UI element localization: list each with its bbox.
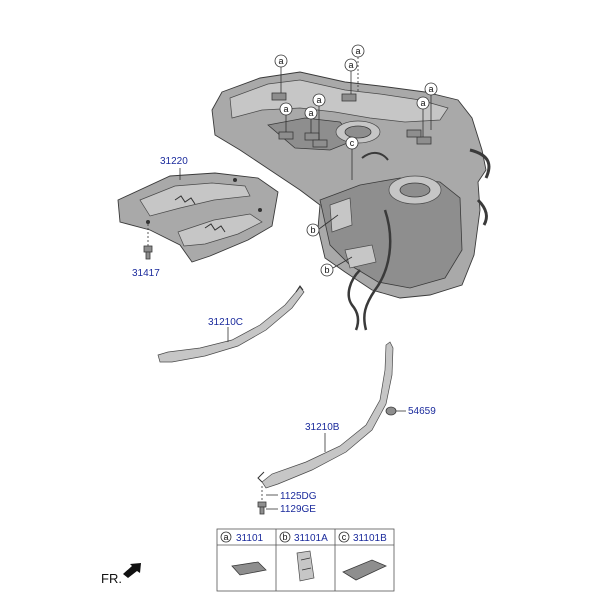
svg-text:a: a (428, 84, 433, 94)
grommet (385, 406, 406, 416)
label-bolt-1: 1125DG (280, 491, 317, 502)
legend-cell-c: c 31101B (338, 531, 387, 581)
callout-a-2: a (351, 44, 365, 93)
label-heat-shield: 31220 (160, 156, 188, 167)
svg-text:a: a (308, 108, 313, 118)
svg-text:c: c (342, 532, 347, 542)
svg-text:31101B: 31101B (353, 533, 387, 544)
callout-a-4: a (424, 82, 438, 130)
label-tank-band-front: 31210C (208, 317, 243, 328)
svg-text:a: a (316, 95, 321, 105)
front-direction-indicator: FR. (101, 563, 141, 586)
tank-band-front (157, 285, 305, 363)
svg-text:a: a (278, 56, 283, 66)
svg-text:c: c (350, 138, 355, 148)
front-arrow-icon (123, 563, 141, 578)
legend-cell-b: b 31101A (279, 531, 328, 582)
callout-a-3: a (344, 58, 358, 94)
callout-a-5: a (416, 96, 430, 137)
svg-text:31101A: 31101A (294, 533, 328, 544)
svg-text:b: b (324, 265, 329, 275)
svg-text:a: a (223, 532, 228, 542)
band-bolt (257, 486, 278, 515)
svg-text:a: a (355, 46, 360, 56)
svg-text:a: a (420, 98, 425, 108)
front-direction-label: FR. (101, 571, 122, 586)
label-tank-band-rear: 31210B (305, 422, 340, 433)
svg-text:b: b (282, 532, 287, 542)
label-heat-shield-bolt: 31417 (132, 268, 160, 279)
callout-c: c (345, 136, 359, 180)
heat-shield-bolt (143, 224, 153, 260)
callout-a-7: a (312, 93, 326, 140)
callout-a-6: a (279, 102, 293, 132)
legend-cell-a: a 31101 (220, 531, 267, 576)
callout-b-2: b (320, 256, 353, 277)
callout-a-8: a (304, 106, 318, 133)
label-bolt-2: 1129GE (280, 504, 316, 515)
svg-text:a: a (283, 104, 288, 114)
legend-table: a 31101 b 31101A c 31101B (216, 528, 395, 592)
callout-a-1: a (274, 54, 288, 93)
svg-text:31101: 31101 (236, 533, 264, 544)
label-grommet: 54659 (408, 406, 436, 417)
svg-text:b: b (310, 225, 315, 235)
tank-callouts: a a a a a a a (274, 44, 438, 277)
svg-text:a: a (348, 60, 353, 70)
fuel-tank (211, 71, 491, 331)
callout-b-1: b (306, 214, 339, 237)
tank-band-rear (257, 341, 394, 489)
heat-shield (117, 172, 279, 263)
